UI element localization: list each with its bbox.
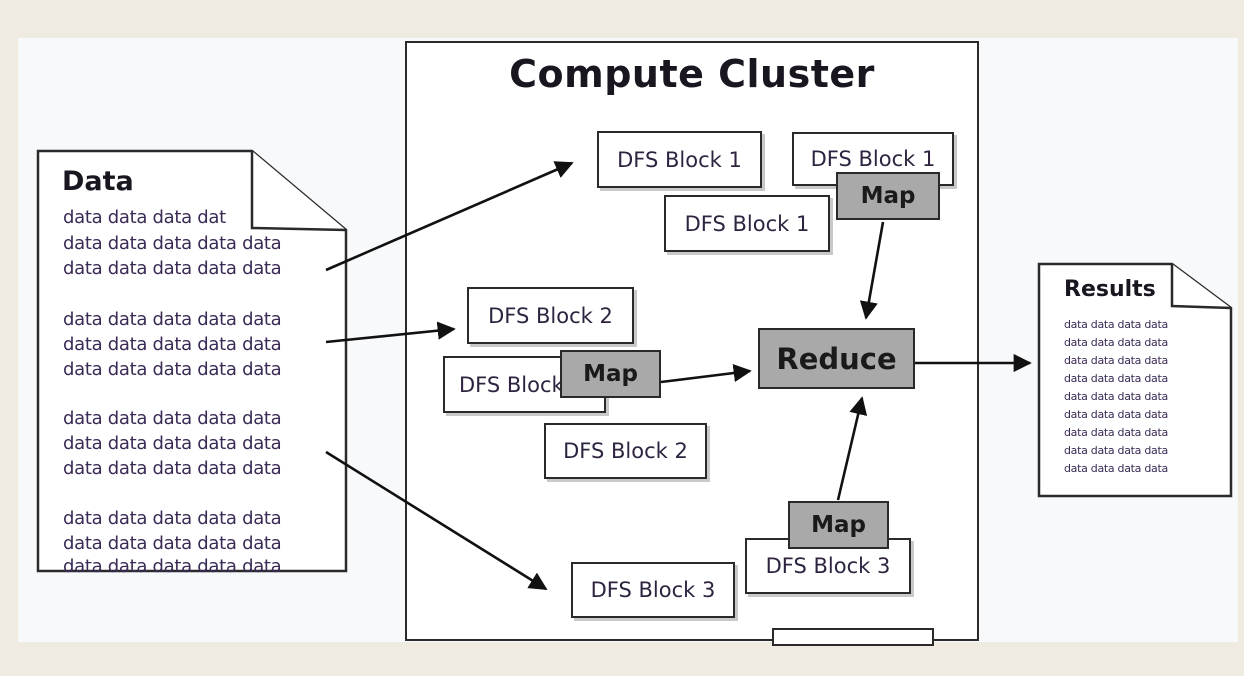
- reduce-label: Reduce: [758, 328, 915, 389]
- results-doc-line: data data data data: [1064, 336, 1168, 349]
- arrow-data-to-block2: [325, 321, 456, 344]
- data-doc-line: data data data data data: [63, 433, 282, 454]
- data-doc-title: Data: [62, 166, 134, 197]
- results-doc-line: data data data data: [1064, 354, 1168, 367]
- data-doc-line: data data data data data: [63, 258, 282, 279]
- results-doc-line: data data data data: [1064, 426, 1168, 439]
- dfs-block-3a: DFS Block 3: [571, 562, 735, 618]
- results-doc-line: data data data data: [1064, 318, 1168, 331]
- map-label-1: Map: [836, 172, 940, 220]
- data-doc-line: data data data data data: [63, 233, 282, 254]
- results-doc-line: data data data data: [1064, 408, 1168, 421]
- arrow-data-to-block3: [325, 450, 548, 591]
- dfs-block-2a: DFS Block 2: [467, 287, 634, 344]
- arrow-map1-to-reduce: [859, 221, 885, 320]
- data-doc-line: data data data data data: [63, 334, 282, 355]
- data-doc-line: data data data data data: [63, 556, 282, 577]
- arrow-data-to-block1: [325, 161, 574, 272]
- arrow-map3-to-reduce: [836, 396, 868, 501]
- results-doc-line: data data data data: [1064, 390, 1168, 403]
- arrow-map2-to-reduce: [660, 363, 752, 384]
- results-doc-line: data data data data: [1064, 462, 1168, 475]
- compute-cluster-title: Compute Cluster: [509, 52, 875, 96]
- results-doc-line: data data data data: [1064, 444, 1168, 457]
- results-doc-title: Results: [1064, 277, 1156, 302]
- map-label-2: Map: [560, 350, 661, 398]
- results-doc-line: data data data data: [1064, 372, 1168, 385]
- data-doc-line: data data data data data: [63, 458, 282, 479]
- dfs-block-2c: DFS Block 2: [544, 423, 707, 479]
- data-doc-line: data data data data data: [63, 508, 282, 529]
- dfs-block-1a: DFS Block 1: [597, 131, 762, 188]
- data-doc-line: data data data dat: [63, 207, 226, 228]
- data-doc-line: data data data data data: [63, 359, 282, 380]
- dfs-block-partial: [772, 628, 934, 646]
- data-doc-line: data data data data data: [63, 408, 282, 429]
- map-label-3: Map: [788, 501, 889, 549]
- data-doc-line: data data data data data: [63, 533, 282, 554]
- dfs-block-1c: DFS Block 1: [664, 195, 830, 252]
- data-doc-line: data data data data data: [63, 309, 282, 330]
